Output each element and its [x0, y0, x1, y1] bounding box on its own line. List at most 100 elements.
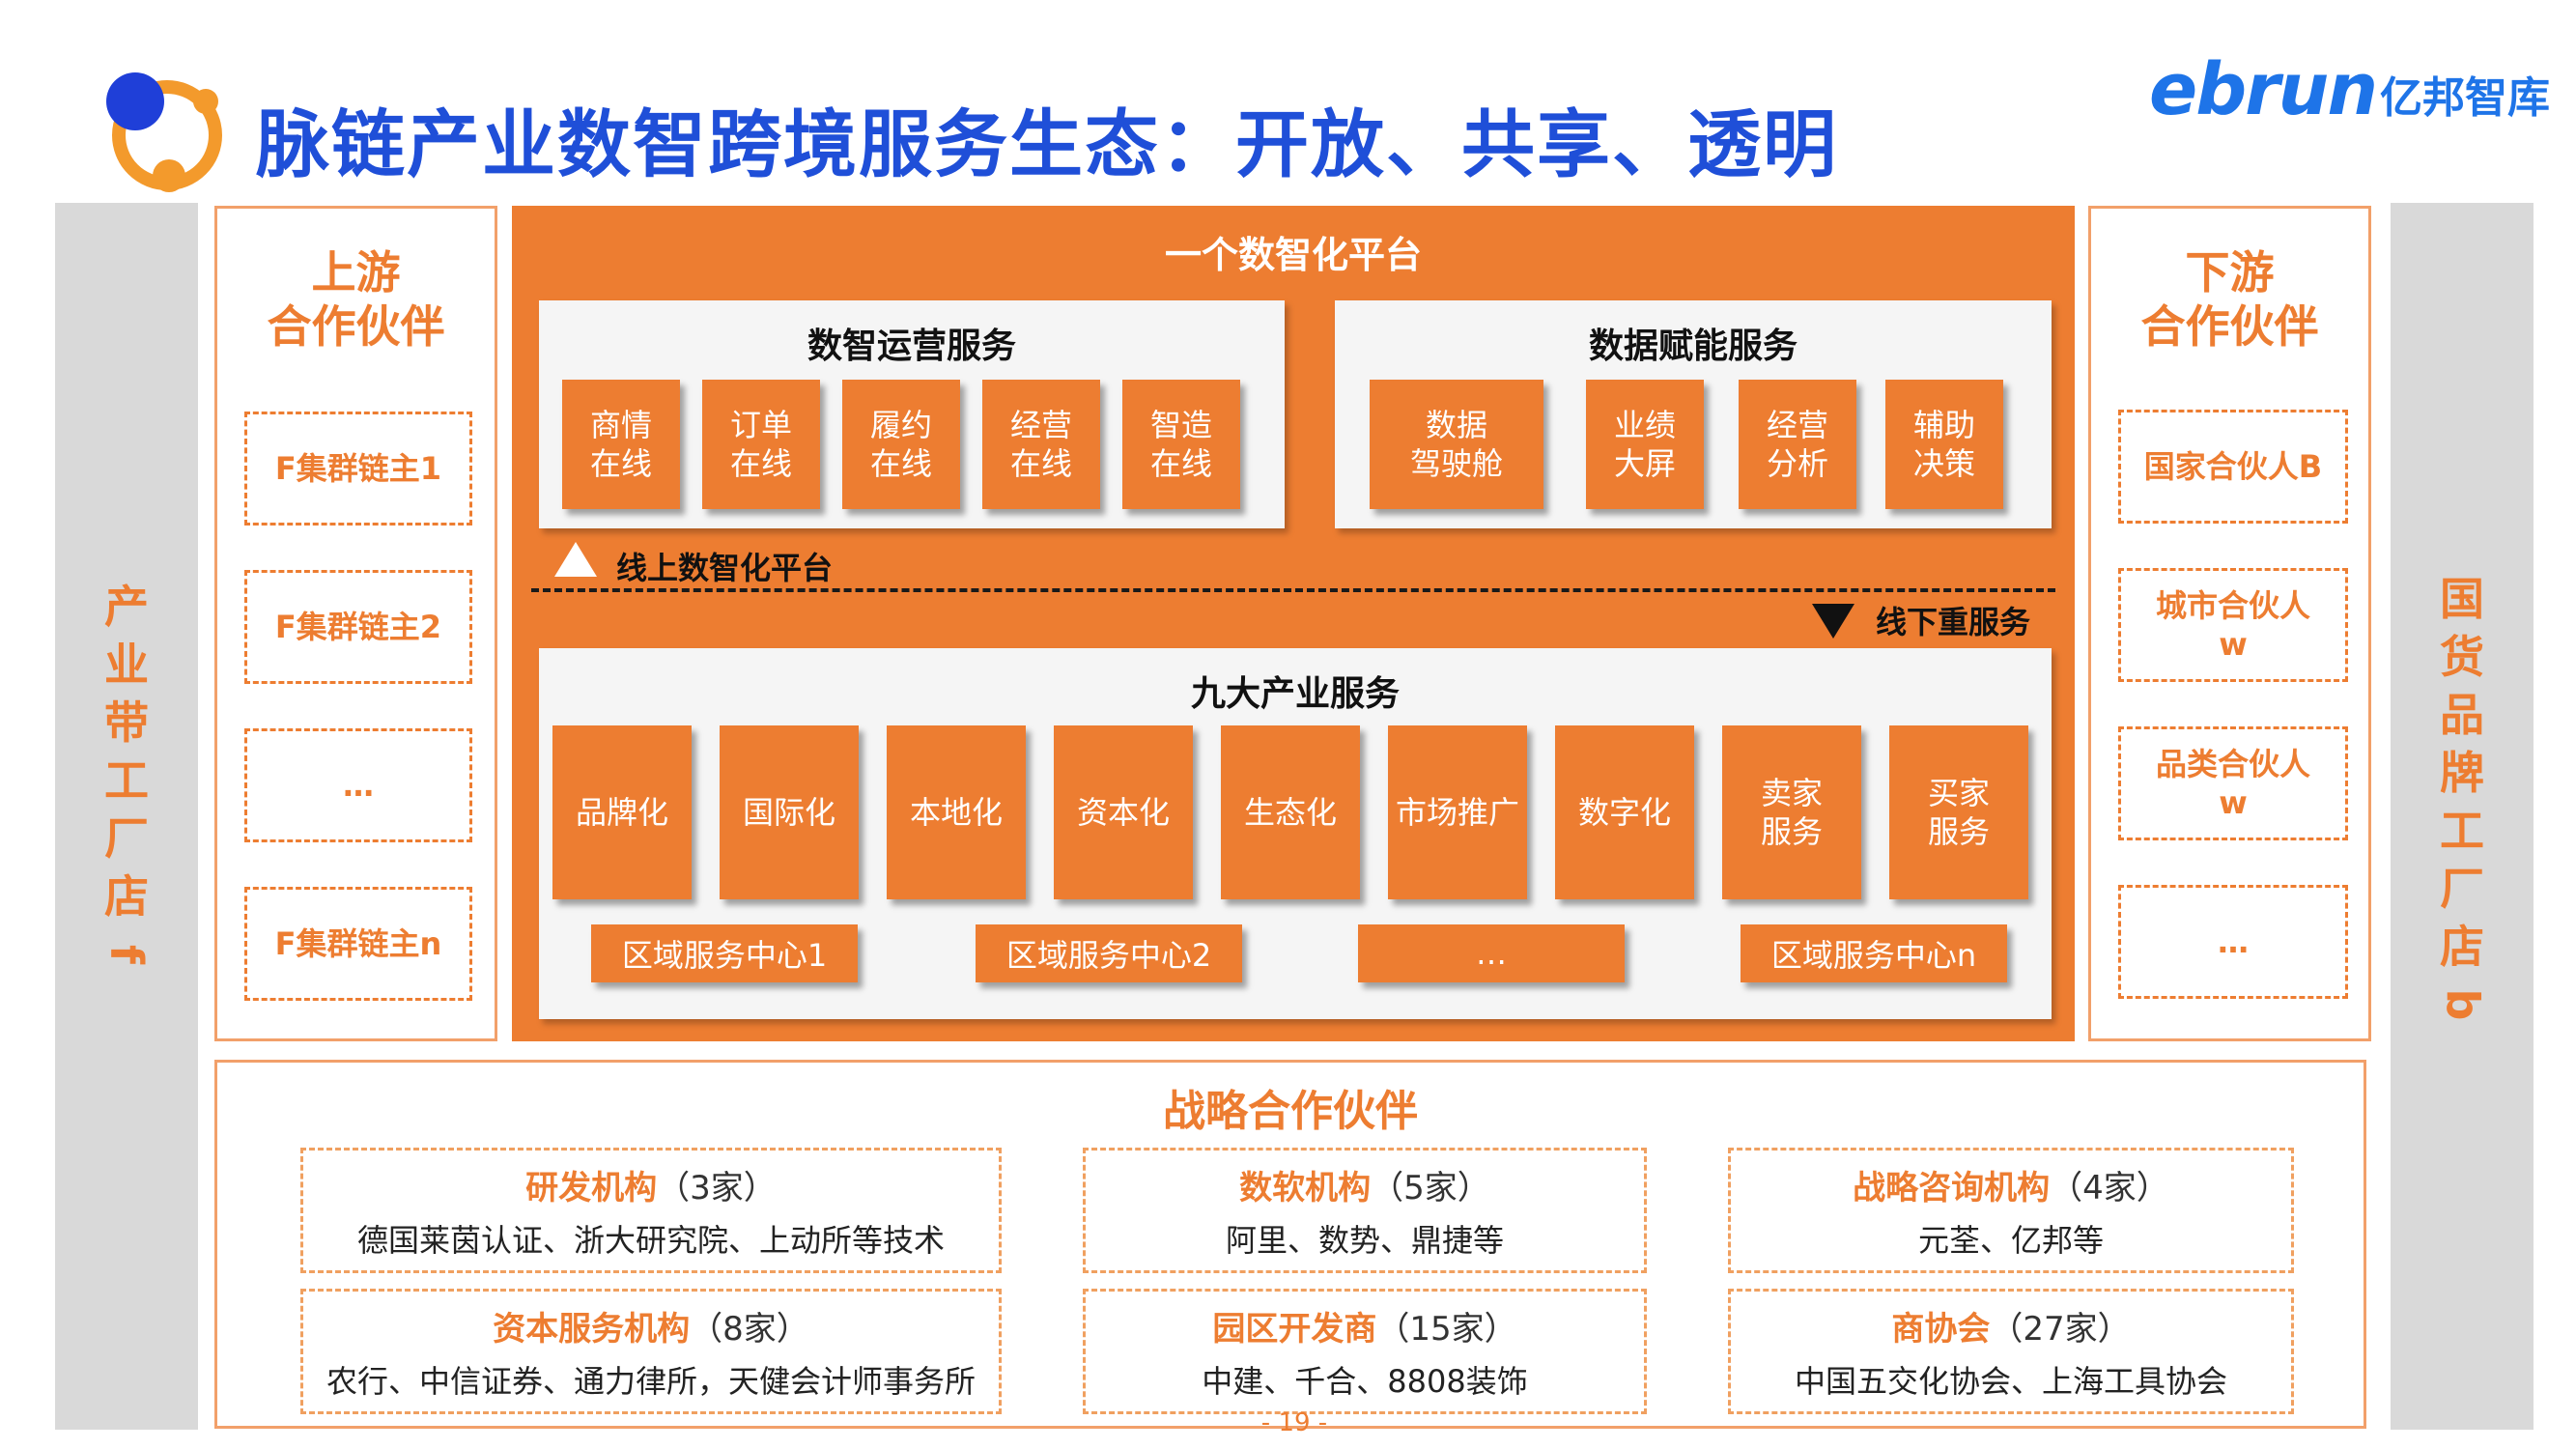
- industry-service-tile: 资本化: [1054, 725, 1193, 899]
- tile-line2: 在线: [729, 445, 792, 482]
- tile-line2: 在线: [869, 445, 932, 482]
- tile-line1: 本地化: [909, 794, 1003, 831]
- tile-line1: 经营: [1766, 407, 1828, 443]
- right-side-char: 厂: [2440, 863, 2484, 915]
- upstream-partner-box: F集群链主n: [244, 887, 472, 1001]
- strategic-partner-desc: 元荃、亿邦等: [1917, 1221, 2104, 1259]
- strategic-partner-desc: 德国莱茵认证、浙大研究院、上动所等技术: [356, 1221, 945, 1259]
- ops-service-tile: 商情 在线: [562, 380, 680, 509]
- upstream-partner-box: F集群链主2: [244, 570, 472, 684]
- online-offline-divider: [531, 588, 2055, 592]
- data-services-title: 数据赋能服务: [1588, 327, 1798, 366]
- strategic-partner-desc: 中国五交化协会、上海工具协会: [1794, 1362, 2227, 1400]
- ops-service-tile: 订单 在线: [702, 380, 820, 509]
- strategic-partner-box: 资本服务机构（8家） 农行、中信证券、通力律所，天健会计师事务所: [300, 1289, 1002, 1414]
- industry-service-tile: 国际化: [720, 725, 859, 899]
- right-side-letter: b: [2436, 988, 2488, 1021]
- tile-line1: 资本化: [1076, 794, 1170, 831]
- industry-service-tile: 市场推广: [1388, 725, 1527, 899]
- tile-line2: 分析: [1766, 445, 1828, 482]
- downstream-title: 下游 合作伙伴: [2091, 245, 2368, 354]
- data-service-tile: 数据 驾驶舱: [1370, 380, 1543, 509]
- tile-line2: 在线: [589, 445, 652, 482]
- upstream-partner-box: F集群链主1: [244, 412, 472, 526]
- regional-service-center: 区域服务中心n: [1741, 924, 2007, 982]
- tile-line1: 辅助: [1912, 407, 1975, 443]
- downstream-partner-line1: 国家合伙人B: [2143, 448, 2323, 485]
- left-side-char: 业: [104, 639, 149, 691]
- left-side-bar: 产 业 带 工 厂 店 f: [55, 203, 198, 1430]
- ops-service-tile: 履约 在线: [842, 380, 960, 509]
- tile-line1: 买家: [1927, 775, 1990, 811]
- tile-line1: 业绩: [1613, 407, 1676, 443]
- right-side-label: 国 货 品 牌 工 厂 店 b: [2391, 570, 2534, 1034]
- tile-line2: 服务: [1927, 813, 1990, 850]
- strategic-partner-count: （15家）: [1376, 1309, 1517, 1349]
- downstream-partner-line1: 城市合伙人: [2155, 587, 2310, 624]
- industry-service-tile: 数字化: [1555, 725, 1694, 899]
- strategic-partner-box: 园区开发商（15家） 中建、千合、8808装饰: [1083, 1289, 1647, 1414]
- ops-service-tile: 经营 在线: [982, 380, 1100, 509]
- brand-mark-icon: [101, 68, 227, 193]
- online-platform-label: 线上数智化平台: [616, 550, 834, 586]
- data-service-tile: 业绩 大屏: [1586, 380, 1704, 509]
- regional-service-center: …: [1358, 924, 1625, 982]
- tile-line1: 卖家: [1760, 775, 1823, 811]
- tile-line1: 经营: [1009, 407, 1072, 443]
- strategic-partner-desc: 阿里、数势、鼎捷等: [1225, 1221, 1504, 1259]
- strategic-partner-name: 研发机构: [525, 1168, 658, 1208]
- industry-service-tile: 生态化: [1221, 725, 1360, 899]
- logo-chinese-name: 亿邦智库: [2380, 73, 2551, 123]
- regional-service-center: 区域服务中心2: [976, 924, 1242, 982]
- downstream-partner-box: 国家合伙人B: [2118, 410, 2348, 524]
- tile-line1: 数据: [1425, 407, 1487, 443]
- tile-line2: 在线: [1149, 445, 1212, 482]
- right-side-char: 国: [2440, 573, 2484, 625]
- tile-line1: 国际化: [742, 794, 835, 831]
- page-number: - 19 -: [1260, 1408, 1328, 1437]
- downstream-title-line2: 合作伙伴: [2140, 300, 2319, 353]
- data-service-tile: 经营 分析: [1739, 380, 1856, 509]
- upstream-title-line2: 合作伙伴: [267, 300, 445, 353]
- downstream-partner-line2: w: [2219, 784, 2248, 821]
- tile-line2: 在线: [1009, 445, 1072, 482]
- downstream-partner-box: 品类合伙人 w: [2118, 726, 2348, 840]
- downstream-partner-line1: 品类合伙人: [2155, 746, 2310, 782]
- left-side-char: 厂: [104, 812, 149, 865]
- ops-services-box: 数智运营服务 商情 在线 订单 在线 履约 在线 经营 在线 智造 在线: [539, 300, 1285, 528]
- page-title: 脉链产业数智跨境服务生态：开放、共享、透明: [256, 101, 1838, 187]
- logo-wordmark: ebrun: [2149, 48, 2378, 131]
- industry-service-tile: 买家 服务: [1889, 725, 2028, 899]
- data-service-tile: 辅助 决策: [1885, 380, 2003, 509]
- tile-line1: 履约: [869, 407, 932, 443]
- left-side-char: 产: [104, 581, 149, 633]
- right-side-char: 工: [2440, 805, 2484, 857]
- strategic-partner-desc: 中建、千合、8808装饰: [1202, 1362, 1528, 1400]
- strategic-partner-count: （27家）: [1990, 1309, 2131, 1349]
- strategic-partners-title: 战略合作伙伴: [1163, 1087, 1418, 1136]
- industry-service-tile: 品牌化: [552, 725, 692, 899]
- strategic-partner-count: （3家）: [657, 1168, 777, 1208]
- tile-line1: 生态化: [1243, 794, 1337, 831]
- strategic-partner-desc: 农行、中信证券、通力律所，天健会计师事务所: [326, 1362, 976, 1400]
- tile-line2: 大屏: [1613, 445, 1676, 482]
- upstream-partners-panel: 上游 合作伙伴 F集群链主1 F集群链主2 … F集群链主n: [214, 206, 497, 1041]
- data-services-box: 数据赋能服务 数据 驾驶舱 业绩 大屏 经营 分析 辅助 决策: [1335, 300, 2052, 528]
- up-triangle-icon: [554, 542, 597, 577]
- ops-service-tile: 智造 在线: [1122, 380, 1240, 509]
- strategic-partner-count: （8家）: [690, 1309, 809, 1349]
- ops-services-title: 数智运营服务: [807, 327, 1016, 366]
- downstream-partner-box: …: [2118, 885, 2348, 999]
- industry-services-title: 九大产业服务: [1190, 674, 1400, 714]
- down-triangle-icon: [1812, 604, 1854, 639]
- right-side-char: 品: [2440, 689, 2484, 741]
- downstream-partner-line2: w: [2219, 626, 2248, 663]
- strategic-partner-count: （5家）: [1371, 1168, 1490, 1208]
- strategic-partners-panel: 战略合作伙伴 研发机构（3家） 德国莱茵认证、浙大研究院、上动所等技术 数软机构…: [214, 1060, 2366, 1429]
- upstream-title: 上游 合作伙伴: [217, 245, 495, 354]
- strategic-partner-name: 资本服务机构: [493, 1309, 691, 1349]
- tile-line2: 驾驶舱: [1409, 445, 1503, 482]
- tile-line1: 订单: [729, 407, 792, 443]
- strategic-partner-name: 园区开发商: [1212, 1309, 1377, 1349]
- left-side-label: 产 业 带 工 厂 店 f: [55, 578, 198, 983]
